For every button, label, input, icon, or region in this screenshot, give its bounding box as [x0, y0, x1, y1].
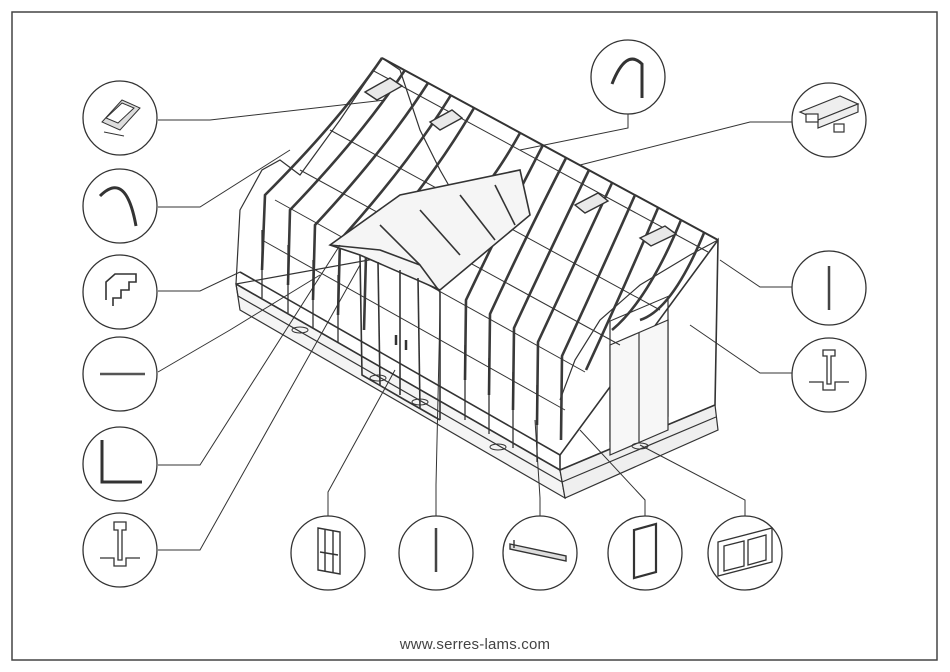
sill-rail-part [503, 516, 577, 590]
vertical-post-part [792, 251, 866, 325]
gutter-corner-profile-part [83, 255, 157, 329]
upright-post-part [399, 516, 473, 590]
base-panel-part [708, 516, 782, 590]
angle-profile-part [83, 427, 157, 501]
arch-rafter-part [591, 40, 665, 114]
leader-lines [158, 100, 792, 550]
door-panel-part [291, 516, 365, 590]
ridge-bracket-part [792, 83, 866, 157]
website-footer: www.serres-lams.com [0, 636, 950, 653]
glazing-clip-profile-part [83, 513, 157, 587]
door-frame-icon [634, 524, 656, 578]
glazing-bar-part [83, 337, 157, 411]
door-frame-part [608, 516, 682, 590]
greenhouse-illustration [236, 58, 718, 498]
t-profile-part [792, 338, 866, 412]
curved-rafter-part [83, 169, 157, 243]
roof-vent-part [83, 81, 157, 155]
